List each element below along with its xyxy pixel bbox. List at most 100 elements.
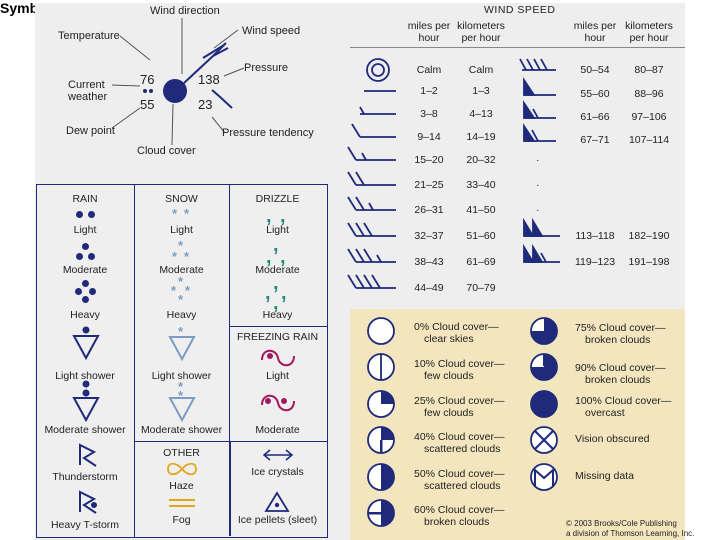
cloud-cover-line2: scattered clouds — [424, 443, 501, 455]
credit-line2: a division of Thomson Learning, Inc. — [566, 529, 695, 538]
wind-mph: 67–71 — [580, 134, 610, 146]
snow-star-icon: * — [178, 292, 184, 307]
rain-dot-icon — [89, 288, 96, 295]
drizzle-comma-icon: , — [265, 282, 271, 304]
wind-mph: 55–60 — [580, 88, 610, 100]
wind-kmh: 191–198 — [628, 256, 670, 268]
cloud-cover-line1: 0% Cloud cover— — [414, 321, 499, 333]
wind-kmh: 4–13 — [469, 108, 493, 120]
wind-mph: 38–43 — [414, 256, 444, 268]
drizzle-comma-icon: , — [281, 282, 287, 304]
kmh-column-header: kilometers per hour — [625, 20, 673, 44]
wind-kmh: 97–106 — [631, 111, 667, 123]
other-icons — [167, 449, 294, 512]
snow-star-icon: * — [171, 283, 177, 298]
drizzle-comma-icon: , — [273, 292, 279, 314]
wind-mph: 32–37 — [414, 230, 444, 242]
rain-light-label: Light — [73, 224, 97, 236]
wind-mph: 26–31 — [414, 204, 444, 216]
wind-mph: 50–54 — [580, 64, 610, 76]
missing-data-label: Missing data — [575, 470, 634, 482]
cloud-cover-text: 40% Cloud cover—scattered clouds — [414, 431, 504, 455]
cloud-cover-text: 90% Cloud cover—broken clouds — [575, 362, 665, 386]
cloud-cover-text: 10% Cloud cover—few clouds — [414, 358, 504, 382]
cloud-cover-line1: 90% Cloud cover— — [575, 362, 666, 374]
pressure-tendency-value: 23 — [198, 97, 213, 112]
wind-kmh: 70–79 — [466, 282, 496, 294]
ellipsis-dot: · — [536, 179, 540, 191]
heavy-thunderstorm-label: Heavy T-storm — [50, 519, 120, 531]
dew-point-label: Dew point — [66, 125, 115, 137]
mph-column-header: miles per hour — [573, 20, 617, 44]
cloud-cover-text: 75% Cloud cover—broken clouds — [575, 322, 665, 346]
other-divider — [229, 441, 231, 536]
current-weather-dot-icon — [149, 89, 153, 93]
snow-moderate-shower-label: Moderate shower — [140, 424, 223, 436]
rain-box — [36, 184, 136, 538]
snow-header: SNOW — [165, 193, 198, 205]
cloud-cover-line1: 40% Cloud cover— — [414, 431, 505, 443]
wind-mph: 119–123 — [574, 256, 616, 268]
snow-star-icon: * — [184, 249, 190, 264]
cloud-cover-line2: few clouds — [424, 370, 474, 382]
fog-label: Fog — [172, 514, 191, 526]
current-weather-label: Current weather — [68, 79, 108, 103]
rain-moderate-shower-label: Moderate shower — [44, 424, 126, 436]
rain-dot-icon — [76, 211, 83, 218]
cloud-cover-line1: 100% Cloud cover— — [575, 395, 672, 407]
drizzle-comma-icon: , — [280, 205, 286, 227]
wind-header-divider — [350, 47, 685, 48]
wind-kmh: 14–19 — [466, 131, 496, 143]
wind-mph: 113–118 — [575, 230, 615, 242]
snow-star-icon: * — [185, 283, 191, 298]
cloud-cover-line1: 50% Cloud cover— — [414, 468, 505, 480]
rain-dot-icon — [82, 296, 89, 303]
cloud-cover-line2: scattered clouds — [424, 480, 501, 492]
rain-dot-icon — [88, 211, 95, 218]
wind-kmh: 80–87 — [634, 64, 664, 76]
wind-kmh: 20–32 — [466, 154, 496, 166]
cloud-cover-line1: 75% Cloud cover— — [575, 322, 666, 334]
snow-moderate-label: Moderate — [159, 264, 204, 276]
rain-shower-icons — [72, 326, 100, 514]
cloud-cover-line2: broken clouds — [424, 516, 490, 528]
ice-crystals-label: Ice crystals — [251, 466, 304, 478]
wind-mph: 44–49 — [414, 282, 444, 294]
snow-star-icon: * — [178, 388, 184, 403]
other-header: OTHER — [163, 447, 200, 459]
drizzle-comma-icon: , — [266, 205, 272, 227]
credit-line1: © 2003 Brooks/Cole Publishing — [566, 519, 677, 528]
ellipsis-dot: · — [536, 204, 540, 216]
cloud-cover-text: 0% Cloud cover—clear skies — [414, 321, 499, 345]
freezing-rain-box — [229, 326, 328, 443]
rain-heavy-label: Heavy — [70, 309, 100, 321]
mph-column-header: miles per hour — [407, 20, 451, 44]
drizzle-comma-icon: , — [266, 246, 272, 268]
rain-header: RAIN — [72, 193, 98, 205]
freezing-rain-header: FREEZING RAIN — [236, 331, 319, 343]
rain-dot-icon — [75, 288, 82, 295]
drizzle-header: DRIZZLE — [255, 193, 300, 205]
snow-star-icon: * — [184, 206, 190, 221]
wind-speed-header: WIND SPEED — [484, 4, 556, 16]
snow-heavy-label: Heavy — [166, 309, 197, 321]
cloud-cover-line2: clear skies — [424, 333, 474, 345]
wind-kmh: 107–114 — [628, 134, 670, 146]
cloud-cover-line1: 10% Cloud cover— — [414, 358, 505, 370]
wind-mph: 15–20 — [414, 154, 444, 166]
cloud-cover-label: Cloud cover — [137, 145, 196, 157]
cloud-cover-line1: 60% Cloud cover— — [414, 504, 505, 516]
kmh-column-header: kilometers per hour — [457, 20, 505, 44]
wind-barb-icons — [347, 58, 560, 289]
wind-direction-label: Wind direction — [150, 5, 220, 17]
wind-kmh: 182–190 — [628, 230, 670, 242]
snow-star-icon: * — [178, 379, 184, 394]
snow-star-icon: * — [172, 206, 178, 221]
freezing-rain-light-label: Light — [266, 370, 289, 382]
rain-dot-icon — [82, 243, 89, 250]
drizzle-comma-icon: , — [273, 234, 279, 256]
temperature-value: 76 — [140, 72, 155, 87]
drizzle-heavy-label: Heavy — [262, 309, 293, 321]
